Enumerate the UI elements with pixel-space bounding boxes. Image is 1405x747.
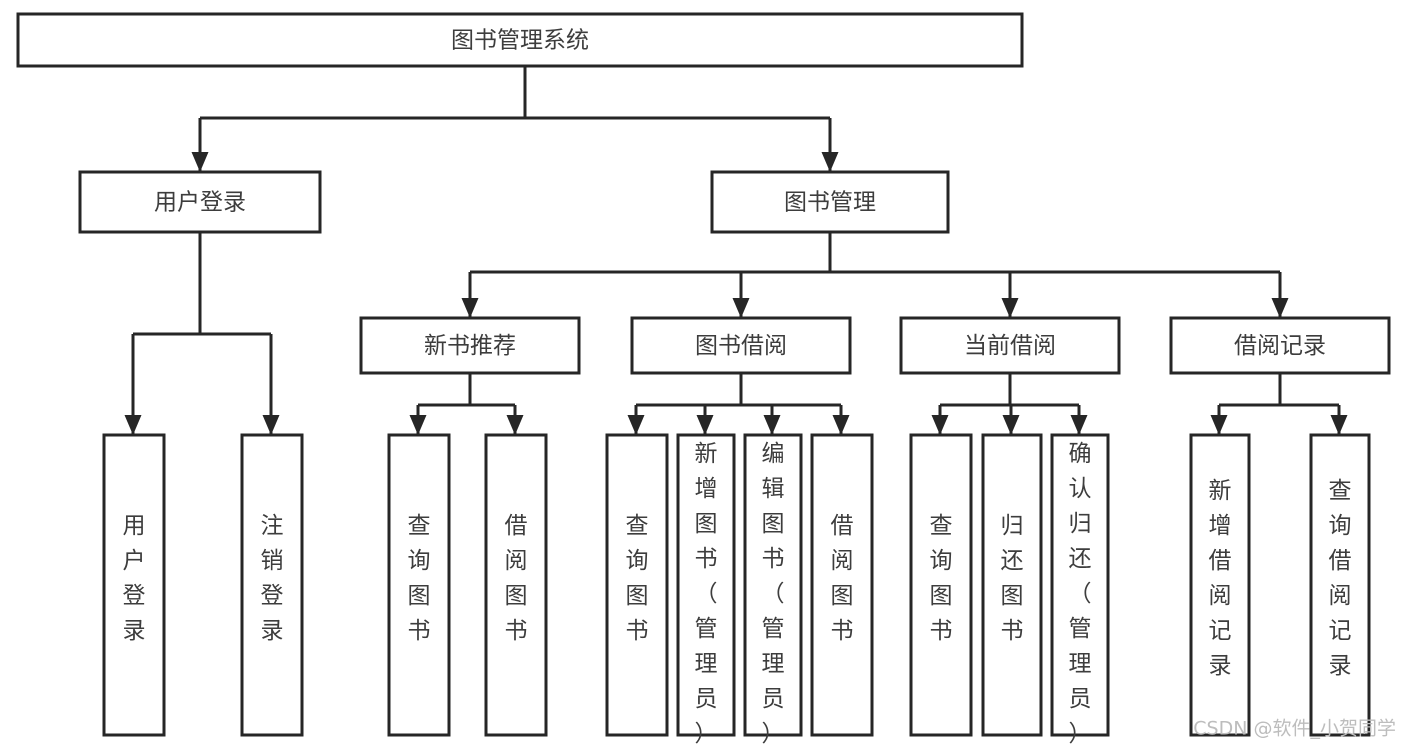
node-label-leaf-user-login: 用户登录 xyxy=(123,513,146,644)
node-label-leaf-borrow-book-1: 借阅图书 xyxy=(505,513,528,644)
current-borrow-to-leaves-connector-group xyxy=(931,373,1088,435)
book-borrow-to-leaves-arrow-icon-1 xyxy=(696,415,714,435)
node-leaf-add-book[interactable]: 新增图书（管理员） xyxy=(676,433,736,747)
node-box-leaf-add-book[interactable] xyxy=(676,433,736,737)
current-borrow-to-leaves-arrow-icon-0 xyxy=(931,415,949,435)
node-leaf-add-record[interactable]: 新增借阅记录 xyxy=(1189,433,1251,737)
node-label-current-borrow: 当前借阅 xyxy=(964,333,1056,359)
node-root[interactable]: 图书管理系统 xyxy=(16,12,1024,68)
connectors-layer xyxy=(124,66,1348,435)
node-leaf-user-login[interactable]: 用户登录 xyxy=(102,433,166,737)
node-box-leaf-borrow-book-1[interactable] xyxy=(484,433,548,737)
node-label-borrow-record: 借阅记录 xyxy=(1234,333,1326,359)
borrow-record-to-leaves-connector-group xyxy=(1210,373,1348,435)
node-label-leaf-return-book: 归还图书 xyxy=(1001,513,1024,644)
new-book-rec-to-leaves-arrow-icon-1 xyxy=(506,415,524,435)
node-leaf-return-book[interactable]: 归还图书 xyxy=(981,433,1043,737)
node-box-book-manage[interactable] xyxy=(710,170,950,234)
root-to-level2-connector-group xyxy=(191,66,839,172)
node-box-leaf-query-book-3[interactable] xyxy=(909,433,973,737)
book-borrow-to-leaves-arrow-icon-0 xyxy=(627,415,645,435)
node-box-current-borrow[interactable] xyxy=(899,316,1121,375)
book-manage-to-level3-connector-group xyxy=(461,232,1289,318)
node-borrow-record[interactable]: 借阅记录 xyxy=(1169,316,1391,375)
node-label-book-borrow: 图书借阅 xyxy=(695,333,787,359)
new-book-rec-to-leaves-arrow-icon-0 xyxy=(409,415,427,435)
node-leaf-edit-book[interactable]: 编辑图书（管理员） xyxy=(743,433,803,747)
node-label-leaf-edit-book: 编辑图书（管理员） xyxy=(762,441,785,747)
node-leaf-query-record[interactable]: 查询借阅记录 xyxy=(1309,433,1371,737)
book-borrow-to-leaves-connector-group xyxy=(627,373,850,435)
root-to-level2-arrow-icon-1 xyxy=(821,152,839,172)
node-box-leaf-query-book-2[interactable] xyxy=(605,433,669,737)
node-box-leaf-return-book[interactable] xyxy=(981,433,1043,737)
node-label-user-login: 用户登录 xyxy=(154,190,246,216)
node-leaf-query-book-1[interactable]: 查询图书 xyxy=(387,433,451,737)
csdn-watermark: CSDN @软件_小贺同学 xyxy=(1193,718,1396,740)
node-box-leaf-add-record[interactable] xyxy=(1189,433,1251,737)
book-borrow-to-leaves-arrow-icon-3 xyxy=(832,415,850,435)
book-manage-to-level3-arrow-icon-3 xyxy=(1271,298,1289,318)
node-label-leaf-query-book-3: 查询图书 xyxy=(930,513,953,644)
current-borrow-to-leaves-arrow-icon-1 xyxy=(1002,415,1020,435)
node-label-leaf-user-logout: 注销登录 xyxy=(261,513,284,644)
node-leaf-query-book-3[interactable]: 查询图书 xyxy=(909,433,973,737)
user-login-to-leaves-arrow-icon-1 xyxy=(262,415,280,435)
book-manage-to-level3-arrow-icon-0 xyxy=(461,298,479,318)
node-label-new-book-rec: 新书推荐 xyxy=(424,333,516,359)
node-box-book-borrow[interactable] xyxy=(630,316,852,375)
node-box-new-book-rec[interactable] xyxy=(359,316,581,375)
node-leaf-confirm-return[interactable]: 确认归还（管理员） xyxy=(1050,433,1110,747)
node-new-book-rec[interactable]: 新书推荐 xyxy=(359,316,581,375)
node-box-leaf-edit-book[interactable] xyxy=(743,433,803,737)
node-box-borrow-record[interactable] xyxy=(1169,316,1391,375)
root-to-level2-arrow-icon-0 xyxy=(191,152,209,172)
node-label-root: 图书管理系统 xyxy=(451,28,589,54)
node-box-user-login[interactable] xyxy=(78,170,322,234)
user-login-to-leaves-connector-group xyxy=(124,232,280,435)
node-leaf-query-book-2[interactable]: 查询图书 xyxy=(605,433,669,737)
node-book-borrow[interactable]: 图书借阅 xyxy=(630,316,852,375)
node-book-manage[interactable]: 图书管理 xyxy=(710,170,950,234)
new-book-rec-to-leaves-connector-group xyxy=(409,373,524,435)
node-label-leaf-add-record: 新增借阅记录 xyxy=(1209,478,1232,679)
node-label-leaf-query-record: 查询借阅记录 xyxy=(1329,478,1352,679)
book-manage-to-level3-arrow-icon-2 xyxy=(1001,298,1019,318)
node-box-leaf-user-logout[interactable] xyxy=(240,433,304,737)
node-label-book-manage: 图书管理 xyxy=(784,190,876,216)
borrow-record-to-leaves-arrow-icon-1 xyxy=(1330,415,1348,435)
node-box-leaf-query-record[interactable] xyxy=(1309,433,1371,737)
node-label-leaf-add-book: 新增图书（管理员） xyxy=(695,441,718,747)
user-login-to-leaves-arrow-icon-0 xyxy=(124,415,142,435)
book-manage-to-level3-arrow-icon-1 xyxy=(732,298,750,318)
node-box-leaf-query-book-1[interactable] xyxy=(387,433,451,737)
node-leaf-borrow-book-1[interactable]: 借阅图书 xyxy=(484,433,548,737)
node-label-leaf-borrow-book-2: 借阅图书 xyxy=(831,513,854,644)
node-current-borrow[interactable]: 当前借阅 xyxy=(899,316,1121,375)
node-box-leaf-user-login[interactable] xyxy=(102,433,166,737)
node-user-login[interactable]: 用户登录 xyxy=(78,170,322,234)
node-box-root[interactable] xyxy=(16,12,1024,68)
node-label-leaf-query-book-1: 查询图书 xyxy=(408,513,431,644)
current-borrow-to-leaves-arrow-icon-2 xyxy=(1070,415,1088,435)
node-box-leaf-borrow-book-2[interactable] xyxy=(810,433,874,737)
nodes-layer: 图书管理系统用户登录图书管理新书推荐图书借阅当前借阅借阅记录用户登录注销登录查询… xyxy=(16,12,1391,747)
node-leaf-borrow-book-2[interactable]: 借阅图书 xyxy=(810,433,874,737)
node-leaf-user-logout[interactable]: 注销登录 xyxy=(240,433,304,737)
node-label-leaf-confirm-return: 确认归还（管理员） xyxy=(1069,441,1092,747)
book-borrow-to-leaves-arrow-icon-2 xyxy=(763,415,781,435)
node-box-leaf-confirm-return[interactable] xyxy=(1050,433,1110,737)
borrow-record-to-leaves-arrow-icon-0 xyxy=(1210,415,1228,435)
node-label-leaf-query-book-2: 查询图书 xyxy=(626,513,649,644)
